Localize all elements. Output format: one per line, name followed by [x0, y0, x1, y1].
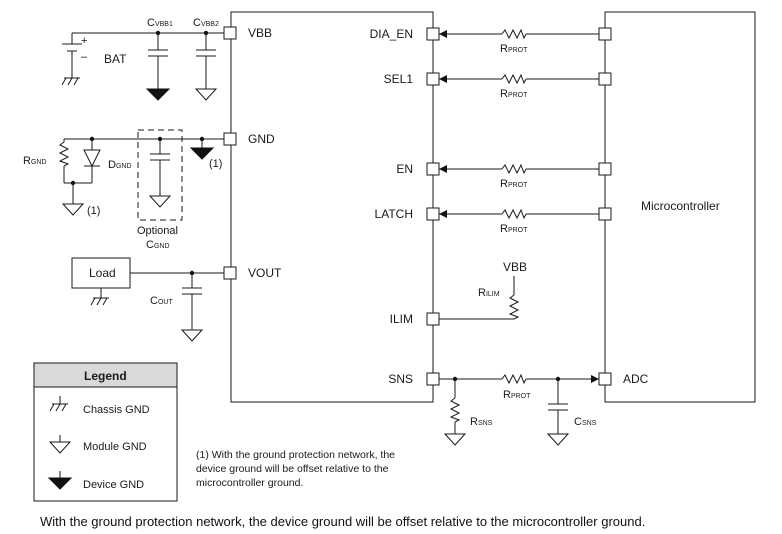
- pin-dia-en-label: DIA_EN: [370, 27, 413, 41]
- pin-gnd-label: GND: [248, 132, 275, 146]
- mcu-pin-3: [598, 162, 612, 176]
- vbb-supply-label: VBB: [503, 260, 527, 274]
- pin-vbb-label: VBB: [248, 26, 272, 40]
- optional-label: Optional: [137, 225, 178, 237]
- rprot-label: R: [503, 389, 511, 401]
- svg-text:RPROT: RPROT: [500, 88, 528, 100]
- svg-text:DGND: DGND: [108, 159, 132, 171]
- pin-sel1-label: SEL1: [384, 72, 414, 86]
- pin-latch: [426, 207, 440, 221]
- optional-cgnd-box: [137, 129, 183, 221]
- device-block: [230, 11, 434, 403]
- svg-text:RPROT: RPROT: [500, 43, 528, 55]
- rprot-line-dia-en: RPROT: [439, 29, 599, 55]
- sns-network: RPROT RSNS CSNS: [439, 374, 599, 446]
- rgnd-label: R: [23, 155, 31, 167]
- svg-text:RPROT: RPROT: [500, 178, 528, 190]
- legend-module-gnd: Module GND: [83, 441, 147, 453]
- gnd-network: (1) RGND DGND Optional CGND (1): [23, 129, 224, 251]
- note-ref-1: (1): [87, 205, 100, 217]
- pin-sns: [426, 372, 440, 386]
- load-label: Load: [89, 266, 116, 280]
- dgnd-label: D: [108, 159, 116, 171]
- pin-dia-en: [426, 27, 440, 41]
- microcontroller-label: Microcontroller: [641, 199, 720, 213]
- pin-vout: [223, 266, 237, 280]
- adc-label: ADC: [623, 372, 649, 386]
- svg-text:RPROT: RPROT: [503, 389, 531, 401]
- load-box: [71, 257, 131, 289]
- cout-label: C: [150, 295, 158, 307]
- mcu-pin-1: [598, 27, 612, 41]
- vout-network: Load COUT: [71, 257, 224, 342]
- microcontroller-block: [604, 11, 756, 403]
- legend-device-gnd: Device GND: [83, 479, 144, 491]
- pin-vbb: [223, 26, 237, 40]
- rilim-network: VBB RILIM: [439, 260, 527, 320]
- svg-text:CVBB2: CVBB2: [193, 17, 219, 29]
- pin-ilim-label: ILIM: [390, 312, 413, 326]
- rprot-label: R: [500, 178, 508, 190]
- rprot-label: R: [500, 223, 508, 235]
- mcu-pin-2: [598, 72, 612, 86]
- csns-label: C: [574, 416, 582, 428]
- legend-title: Legend: [84, 369, 127, 383]
- footnote: (1) With the ground protection network, …: [196, 449, 396, 489]
- cgnd-label: C: [146, 239, 154, 251]
- bat-minus: –: [81, 51, 88, 63]
- note-ref-2: (1): [209, 158, 222, 170]
- rilim-label: R: [478, 287, 486, 299]
- rprot-line-sel1: RPROT: [439, 74, 599, 100]
- bat-label: BAT: [104, 52, 127, 66]
- legend-chassis-gnd: Chassis GND: [83, 404, 150, 416]
- pin-sel1: [426, 72, 440, 86]
- vbb-network: + – BAT CVBB1 CVBB2: [61, 17, 224, 101]
- cvbb2-label: C: [193, 17, 201, 29]
- caption: With the ground protection network, the …: [40, 514, 646, 529]
- rprot-label: R: [500, 43, 508, 55]
- rprot-line-latch: RPROT: [439, 209, 599, 235]
- pin-en: [426, 162, 440, 176]
- svg-text:RPROT: RPROT: [500, 223, 528, 235]
- pin-vout-label: VOUT: [248, 266, 282, 280]
- mcu-pin-4: [598, 207, 612, 221]
- svg-text:RGND: RGND: [23, 155, 47, 167]
- mcu-pin-adc: [598, 372, 612, 386]
- rsns-label: R: [470, 416, 478, 428]
- pin-latch-label: LATCH: [375, 207, 413, 221]
- pin-en-label: EN: [396, 162, 413, 176]
- pin-gnd: [223, 132, 237, 146]
- cvbb1-label: C: [147, 17, 155, 29]
- svg-text:CGND: CGND: [146, 239, 170, 251]
- svg-text:CSNS: CSNS: [574, 416, 597, 428]
- bat-plus: +: [81, 35, 87, 47]
- rprot-line-en: RPROT: [439, 164, 599, 190]
- svg-text:CVBB1: CVBB1: [147, 17, 173, 29]
- svg-text:RILIM: RILIM: [478, 287, 500, 299]
- pin-sns-label: SNS: [388, 372, 413, 386]
- rprot-label: R: [500, 88, 508, 100]
- svg-text:RSNS: RSNS: [470, 416, 493, 428]
- svg-text:COUT: COUT: [150, 295, 173, 307]
- pin-ilim: [426, 312, 440, 326]
- legend: Legend Chassis GND Module GND Device GND: [33, 362, 178, 502]
